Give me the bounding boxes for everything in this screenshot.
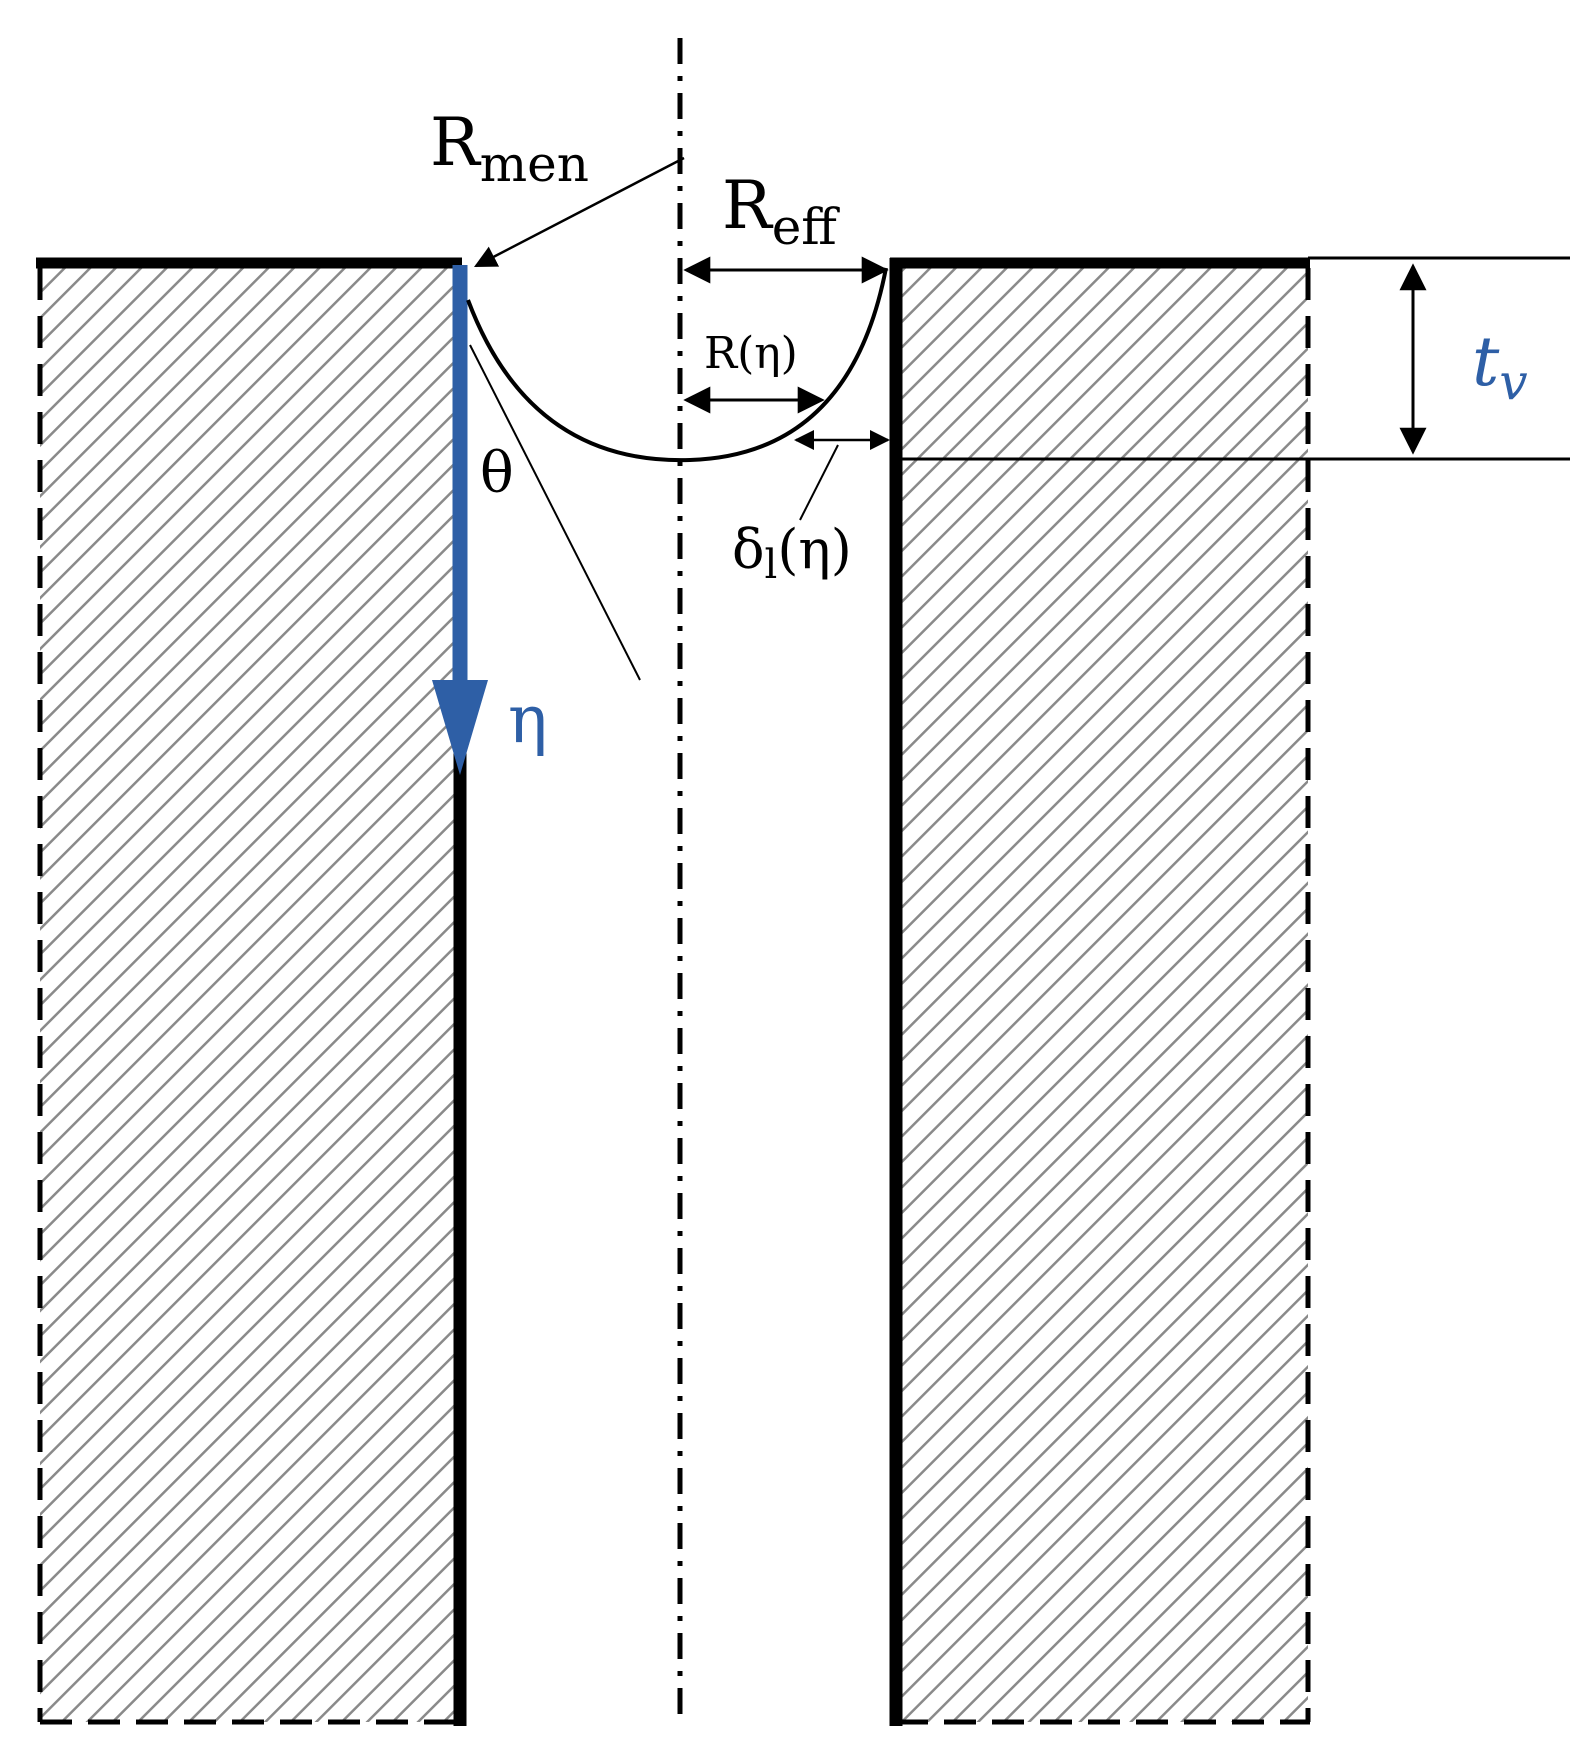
- left-wall-hatch: [40, 265, 460, 1722]
- r-men-leader-arrow: [474, 156, 685, 268]
- eta-axis-arrow: [432, 265, 488, 775]
- eta-axis-label: η: [508, 681, 548, 758]
- right-wall-hatch: [896, 265, 1308, 1722]
- meniscus-curve: [466, 267, 888, 463]
- delta-label: δl(η): [732, 518, 852, 588]
- t-v-label: tv: [1472, 323, 1528, 411]
- theta-label: θ: [480, 441, 514, 506]
- r-eta-label: R(η): [704, 328, 798, 379]
- right-wall: [889, 257, 1311, 1726]
- contact-angle-tangent-line: [469, 344, 641, 681]
- delta-leader-line: [799, 444, 839, 521]
- r-men-label: Rmen: [430, 104, 589, 193]
- left-wall: [36, 257, 467, 1726]
- r-eff-label: Reff: [722, 167, 840, 256]
